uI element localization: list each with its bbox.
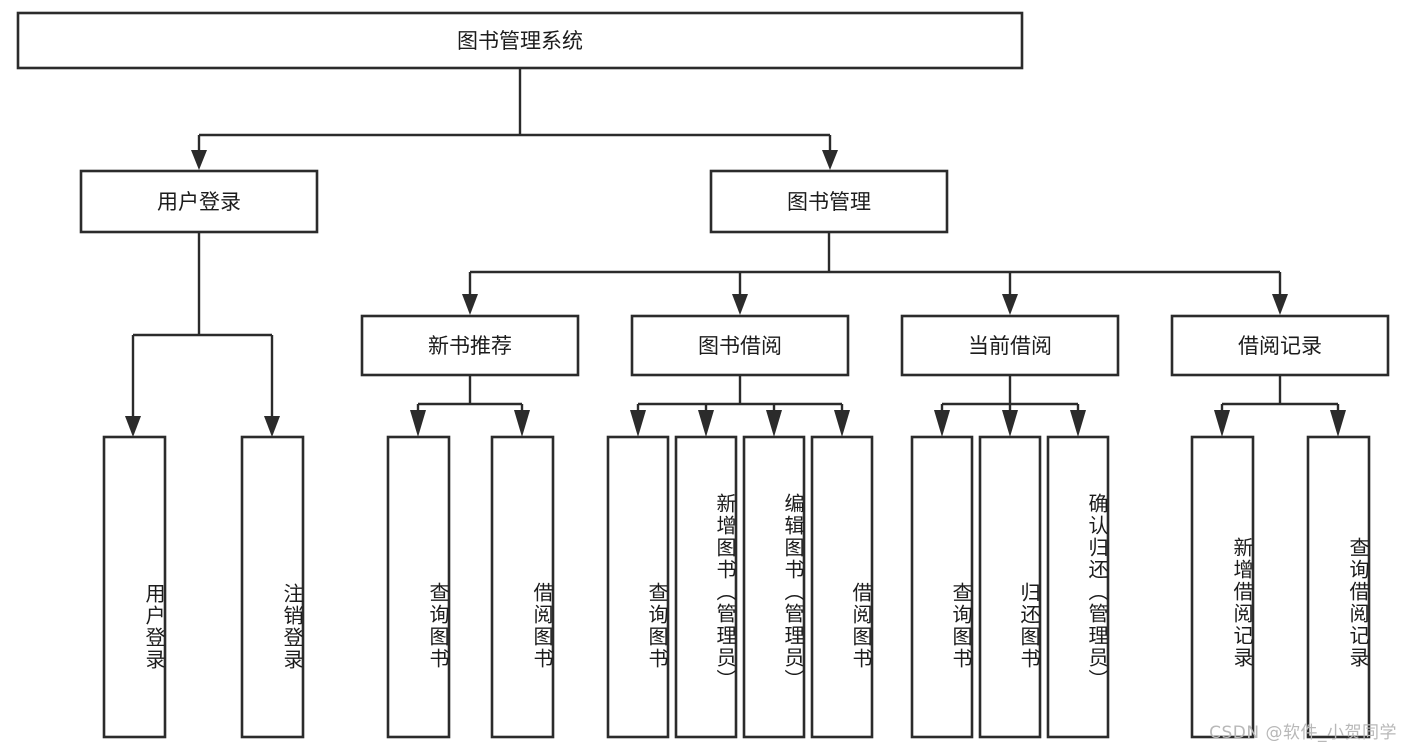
- leaf-box-newbook-borrow[interactable]: [490, 435, 555, 739]
- borrow-record-label: 借阅记录: [1238, 334, 1322, 358]
- node-new-book-recommend[interactable]: 新书推荐: [360, 314, 580, 377]
- arrow-to-borrow-record: [1272, 294, 1288, 315]
- leaf-box-record-add[interactable]: [1190, 435, 1255, 739]
- current-borrow-label: 当前借阅: [968, 334, 1052, 358]
- new-book-recommend-box[interactable]: [360, 314, 580, 377]
- root-box[interactable]: [16, 11, 1024, 70]
- arrow-newbook-leaf-2: [514, 410, 530, 437]
- arrow-borrowrecord-leaf-1: [1214, 410, 1230, 437]
- leaf-box-current-confirm[interactable]: [1046, 435, 1110, 739]
- book-borrow-label: 图书借阅: [698, 334, 782, 358]
- leaf-box-borrow-lend[interactable]: [810, 435, 874, 739]
- root-label: 图书管理系统: [457, 29, 583, 53]
- arrow-bookborrow-leaf-3: [766, 410, 782, 437]
- arrow-to-current-borrow: [1002, 294, 1018, 315]
- leaf-box-current-return[interactable]: [978, 435, 1042, 739]
- arrow-to-book-borrow: [732, 294, 748, 315]
- leaf-box-borrow-add[interactable]: [674, 435, 738, 739]
- arrow-bookborrow-leaf-1: [630, 410, 646, 437]
- watermark-text: CSDN @软件_小贺同学: [1209, 723, 1397, 743]
- arrow-bookborrow-leaf-4: [834, 410, 850, 437]
- leaf-box-newbook-query[interactable]: [386, 435, 451, 739]
- arrow-to-leaf-user-login: [125, 416, 141, 437]
- node-borrow-record[interactable]: 借阅记录: [1170, 314, 1390, 377]
- arrow-to-user-login: [191, 150, 207, 170]
- arrow-currentborrow-leaf-3: [1070, 410, 1086, 437]
- arrow-borrowrecord-leaf-2: [1330, 410, 1346, 437]
- node-root[interactable]: 图书管理系统: [16, 11, 1024, 70]
- node-user-login[interactable]: 用户登录: [79, 169, 319, 234]
- leaf-box-borrow-edit[interactable]: [742, 435, 806, 739]
- leaf-box-record-query[interactable]: [1306, 435, 1371, 739]
- book-manage-label: 图书管理: [787, 190, 871, 214]
- arrow-to-leaf-logout: [264, 416, 280, 437]
- borrow-record-box[interactable]: [1170, 314, 1390, 377]
- arrow-currentborrow-leaf-1: [934, 410, 950, 437]
- arrow-to-new-book-recommend: [462, 294, 478, 315]
- current-borrow-box[interactable]: [900, 314, 1120, 377]
- leaf-box-borrow-query[interactable]: [606, 435, 670, 739]
- arrow-currentborrow-leaf-2: [1002, 410, 1018, 437]
- book-borrow-box[interactable]: [630, 314, 850, 377]
- new-book-recommend-label: 新书推荐: [428, 334, 512, 358]
- arrow-newbook-leaf-1: [410, 410, 426, 437]
- leaf-box-logout[interactable]: [240, 435, 305, 739]
- arrow-to-book-manage: [822, 150, 838, 170]
- book-manage-box[interactable]: [709, 169, 949, 234]
- node-current-borrow[interactable]: 当前借阅: [900, 314, 1120, 377]
- user-login-label: 用户登录: [157, 190, 241, 214]
- leaf-box-current-query[interactable]: [910, 435, 974, 739]
- node-book-borrow[interactable]: 图书借阅: [630, 314, 850, 377]
- node-book-manage[interactable]: 图书管理: [709, 169, 949, 234]
- arrow-bookborrow-leaf-2: [698, 410, 714, 437]
- leaf-box-user-login[interactable]: [102, 435, 167, 739]
